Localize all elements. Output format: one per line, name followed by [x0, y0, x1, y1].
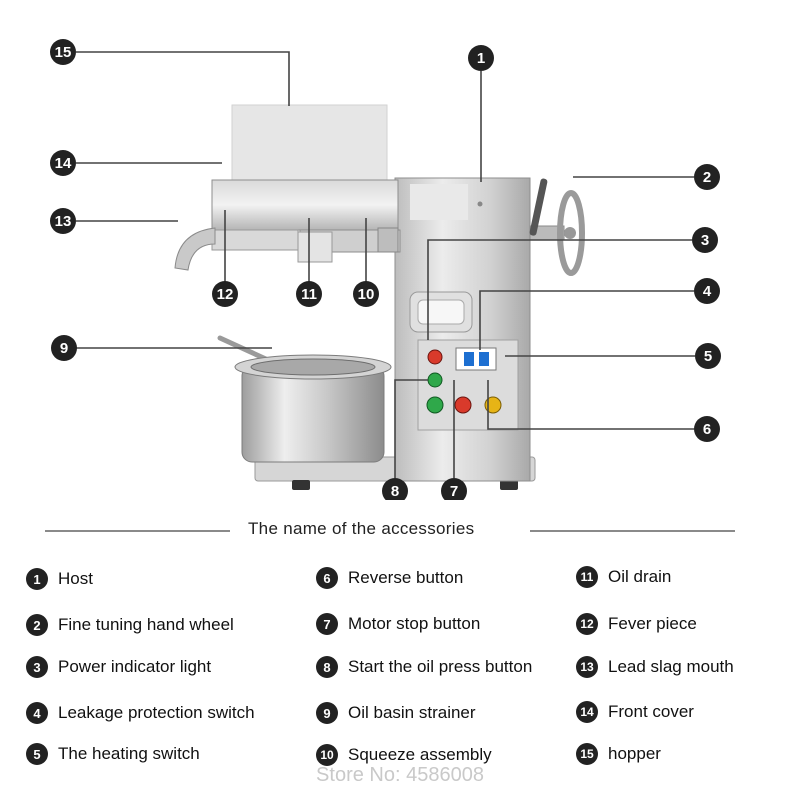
squeeze-end-cap [378, 228, 398, 252]
callout-2: 2 [694, 164, 720, 190]
legend-item-4: 4 Leakage protection switch [26, 699, 255, 727]
legend-item-13: 13 Lead slag mouth [576, 653, 734, 681]
front-cover [212, 180, 398, 230]
legend-badge-12: 12 [576, 613, 598, 635]
legend-text-8: Start the oil press button [348, 657, 532, 677]
legend-item-11: 11 Oil drain [576, 563, 671, 591]
callout-8-label: 8 [391, 483, 399, 500]
callout-6-label: 6 [703, 421, 711, 438]
legend-item-2: 2 Fine tuning hand wheel [26, 611, 234, 639]
callout-12-label: 12 [217, 286, 234, 303]
callout-14-label: 14 [55, 155, 72, 172]
start-button [427, 397, 443, 413]
oil-basin-strainer [251, 359, 375, 375]
legend-text-10: Squeeze assembly [348, 745, 492, 765]
leakage-protection-switch [456, 348, 496, 370]
wheel-hub [564, 227, 576, 239]
legend-text-6: Reverse button [348, 568, 463, 588]
oil-basin [242, 366, 384, 462]
legend-item-12: 12 Fever piece [576, 610, 697, 638]
callout-7-label: 7 [450, 483, 458, 500]
leakage-switch-lever [464, 352, 474, 366]
store-watermark: Store No: 4586008 [0, 764, 800, 787]
callout-4: 4 [694, 278, 720, 304]
cabinet-screw [478, 202, 483, 207]
legend-badge-8: 8 [316, 656, 338, 678]
callout-15: 15 [50, 39, 76, 65]
callout-3-label: 3 [701, 232, 709, 249]
legend-item-8: 8 Start the oil press button [316, 653, 532, 681]
callout-4-label: 4 [703, 283, 712, 300]
legend-badge-5: 5 [26, 743, 48, 765]
callout-10-label: 10 [358, 286, 375, 303]
legend-badge-7: 7 [316, 613, 338, 635]
motor-stop-button [455, 397, 471, 413]
legend-text-2: Fine tuning hand wheel [58, 615, 234, 635]
legend-item-3: 3 Power indicator light [26, 653, 211, 681]
callout-1-label: 1 [477, 50, 485, 67]
legend-badge-3: 3 [26, 656, 48, 678]
legend-badge-13: 13 [576, 656, 598, 678]
legend-text-12: Fever piece [608, 614, 697, 634]
accessories-section-header: The name of the accessories [0, 517, 800, 543]
section-title: The name of the accessories [248, 519, 548, 539]
lead-slag-mouth [175, 228, 215, 270]
oil-press-diagram: 1 2 3 4 5 6 7 8 9 10 11 12 13 14 15 [0, 0, 800, 500]
legend-badge-15: 15 [576, 743, 598, 765]
legend-text-7: Motor stop button [348, 614, 480, 634]
title-rule-left [45, 530, 230, 532]
callout-9: 9 [51, 335, 77, 361]
callout-5-label: 5 [704, 348, 712, 365]
legend-text-3: Power indicator light [58, 657, 211, 677]
legend-badge-1: 1 [26, 568, 48, 590]
callout-2-label: 2 [703, 169, 711, 186]
legend-badge-4: 4 [26, 702, 48, 724]
callout-11: 11 [296, 281, 322, 307]
legend-badge-11: 11 [576, 566, 598, 588]
foot-left [292, 480, 310, 490]
strainer-handle [220, 338, 268, 360]
leader-line-15 [76, 52, 289, 106]
callout-14: 14 [50, 150, 76, 176]
legend-text-11: Oil drain [608, 567, 671, 587]
callout-1: 1 [468, 45, 494, 71]
power-indicator-light [428, 373, 442, 387]
callout-9-label: 9 [60, 340, 68, 357]
leakage-switch-lever-2 [479, 352, 489, 366]
legend-text-13: Lead slag mouth [608, 657, 734, 677]
callout-15-label: 15 [55, 44, 72, 61]
callout-3: 3 [692, 227, 718, 253]
legend-item-7: 7 Motor stop button [316, 610, 480, 638]
legend-item-9: 9 Oil basin strainer [316, 699, 476, 727]
callout-11-label: 11 [301, 286, 317, 303]
heating-switch [428, 350, 442, 364]
oil-drain [298, 232, 332, 262]
cabinet-top-label [410, 184, 468, 220]
legend-badge-2: 2 [26, 614, 48, 636]
hopper [232, 105, 387, 183]
legend-text-5: The heating switch [58, 744, 200, 764]
legend-badge-9: 9 [316, 702, 338, 724]
callout-6: 6 [694, 416, 720, 442]
callout-10: 10 [353, 281, 379, 307]
legend-badge-14: 14 [576, 701, 598, 723]
callout-13: 13 [50, 208, 76, 234]
legend-item-14: 14 Front cover [576, 698, 694, 726]
title-rule-right [530, 530, 735, 532]
legend-text-4: Leakage protection switch [58, 703, 255, 723]
callout-13-label: 13 [55, 213, 72, 230]
legend-text-1: Host [58, 569, 93, 589]
legend-text-9: Oil basin strainer [348, 703, 476, 723]
legend-badge-6: 6 [316, 567, 338, 589]
callout-5: 5 [695, 343, 721, 369]
callout-12: 12 [212, 281, 238, 307]
legend-item-1: 1 Host [26, 565, 93, 593]
legend-item-6: 6 Reverse button [316, 564, 463, 592]
cabinet-handle-grip [418, 300, 464, 324]
legend-text-14: Front cover [608, 702, 694, 722]
legend-text-15: hopper [608, 744, 661, 764]
legend-badge-10: 10 [316, 744, 338, 766]
